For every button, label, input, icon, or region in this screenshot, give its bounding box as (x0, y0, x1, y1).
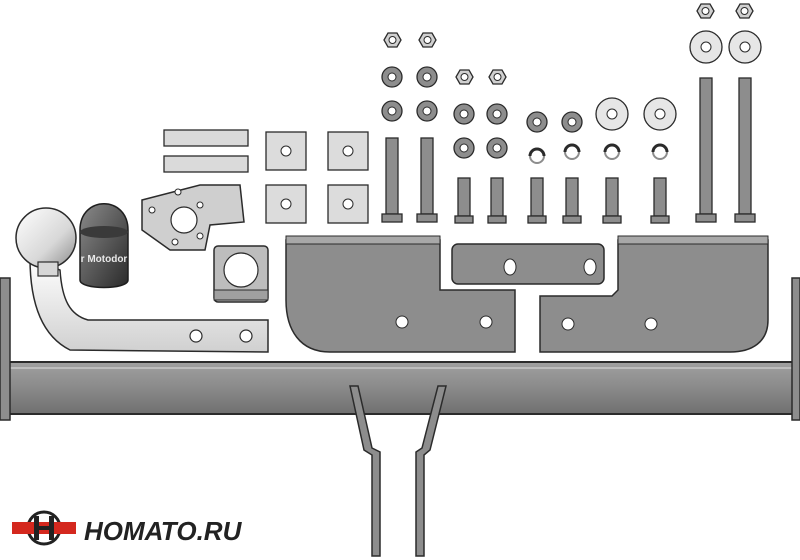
washer-icon (416, 100, 438, 122)
bolt-icon (381, 137, 403, 223)
spring-washer-icon (528, 147, 546, 164)
hex-nut-icon (696, 3, 715, 19)
bolt-icon (562, 177, 582, 224)
square-plate-1 (265, 131, 307, 171)
spring-washer-icon (651, 143, 669, 160)
washer-icon (486, 103, 508, 125)
washer-icon (728, 30, 762, 64)
bolt-icon (734, 77, 756, 223)
spacer-bar-2 (163, 155, 249, 173)
washer-icon (453, 103, 475, 125)
homato-logo-icon (12, 510, 76, 546)
bolt-icon (650, 177, 670, 224)
square-plate-2 (327, 131, 369, 171)
washer-icon (416, 66, 438, 88)
logo-text: НОМАТО.RU (84, 516, 243, 546)
hex-nut-icon (735, 3, 754, 19)
bolt-icon (487, 177, 507, 224)
washer-icon (561, 111, 583, 133)
washer-icon (381, 66, 403, 88)
washer-icon (381, 100, 403, 122)
mounting-plate-center (451, 243, 605, 285)
washer-icon (526, 111, 548, 133)
beam-hanger-right (415, 385, 447, 557)
washer-icon (643, 97, 677, 131)
bolt-icon (602, 177, 622, 224)
bolt-icon (695, 77, 717, 223)
square-plate-4 (327, 184, 369, 224)
washer-icon (453, 137, 475, 159)
socket-bracket (141, 184, 245, 251)
hex-nut-icon (383, 32, 402, 48)
homato-logo: НОМАТО.RU (12, 510, 243, 546)
hex-nut-icon (488, 69, 507, 85)
hex-nut-icon (455, 69, 474, 85)
mounting-plate-right (539, 235, 769, 353)
bolt-icon (527, 177, 547, 224)
cross-beam (0, 277, 800, 421)
mounting-plate-left (285, 235, 516, 353)
spacer-bar-1 (163, 129, 249, 147)
washer-icon (486, 137, 508, 159)
bolt-icon (416, 137, 438, 223)
bolt-icon (454, 177, 474, 224)
spring-washer-icon (563, 143, 581, 160)
spring-washer-icon (603, 143, 621, 160)
washer-icon (689, 30, 723, 64)
tow-ball-arm (15, 207, 269, 353)
washer-icon (595, 97, 629, 131)
beam-hanger-left (349, 385, 381, 557)
clamp-bracket (213, 245, 269, 303)
ball-cover: r Motodor (79, 203, 129, 289)
hex-nut-icon (418, 32, 437, 48)
ball-cover-label: r Motodor (81, 254, 128, 265)
square-plate-3 (265, 184, 307, 224)
